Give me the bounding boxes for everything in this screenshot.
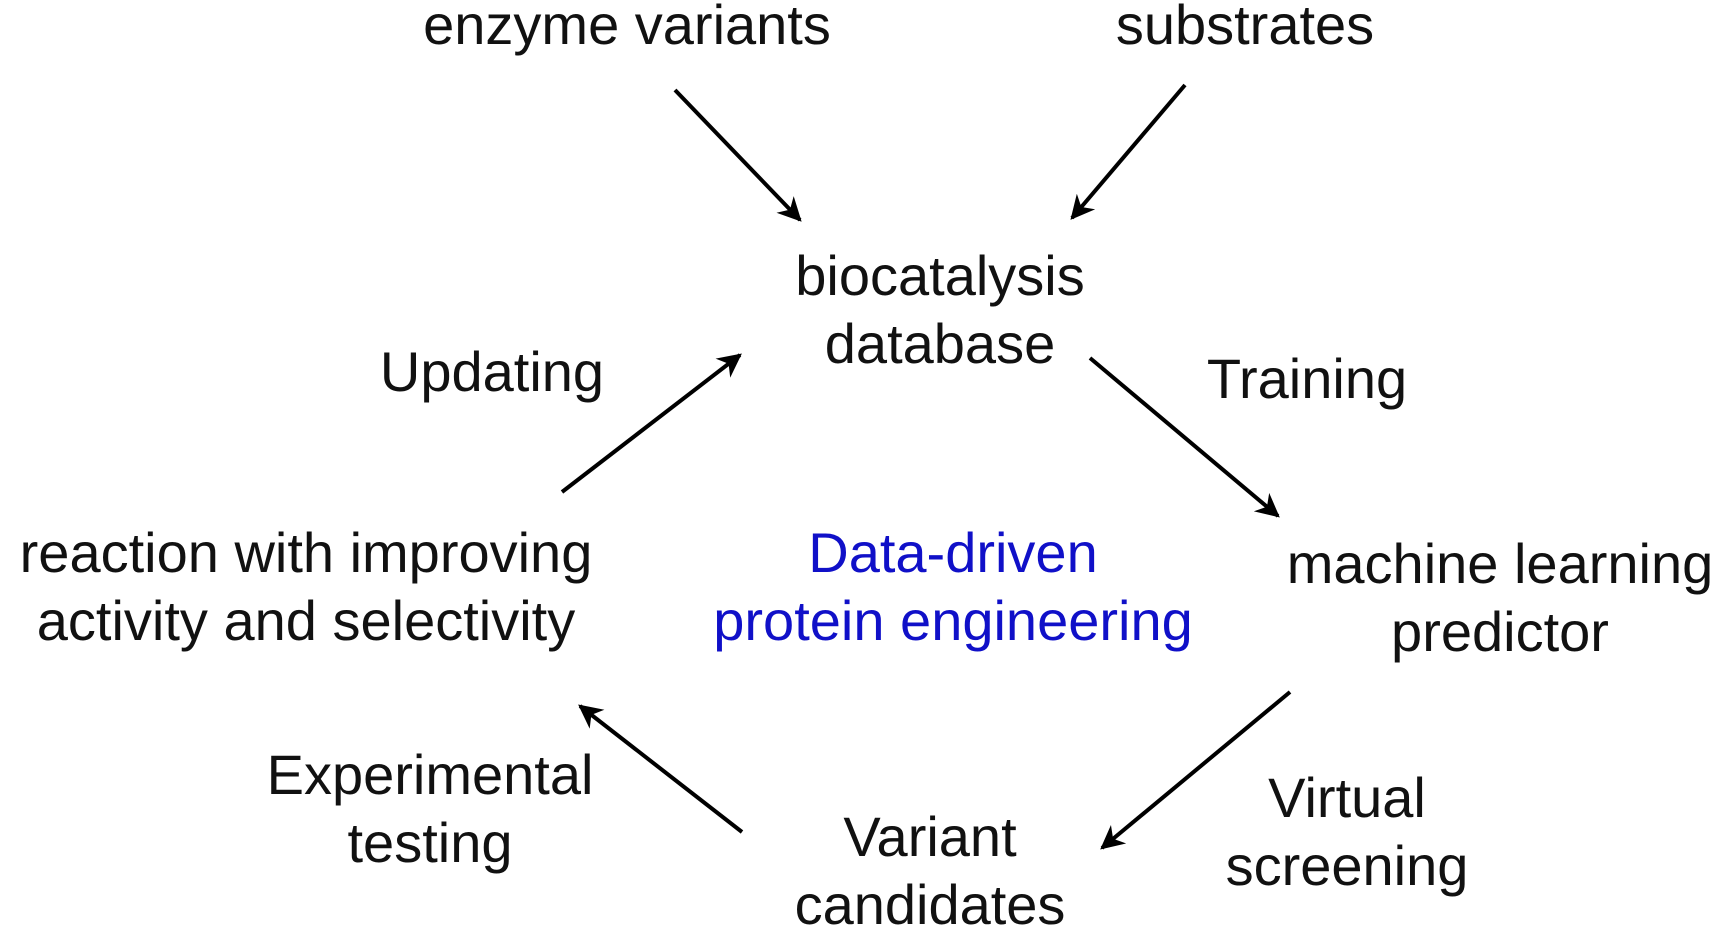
arrow-database-to-predictor bbox=[1088, 356, 1280, 518]
arrow-reaction-to-database bbox=[560, 353, 742, 494]
center-title: Data-driven protein engineering bbox=[713, 521, 1193, 652]
reaction-improvement-node: reaction with improving activity and sel… bbox=[19, 521, 593, 652]
training-label: Training bbox=[1206, 347, 1408, 410]
variant-candidates-node: Variant candidates bbox=[794, 805, 1066, 936]
virtual-screening-label: Virtual screening bbox=[1225, 766, 1469, 897]
biocatalysis-database-node: biocatalysis database bbox=[795, 244, 1085, 375]
arrow-enzyme-to-database bbox=[673, 88, 802, 222]
substrates-label: substrates bbox=[1115, 0, 1375, 56]
arrow-predictor-to-candidates bbox=[1100, 690, 1292, 850]
updating-label: Updating bbox=[379, 340, 605, 403]
arrow-substrates-to-database bbox=[1070, 83, 1187, 220]
enzyme-variants-label: enzyme variants bbox=[423, 0, 831, 56]
ml-predictor-node: machine learning predictor bbox=[1286, 532, 1714, 663]
experimental-testing-label: Experimental testing bbox=[266, 743, 594, 874]
arrow-candidates-to-reaction bbox=[578, 704, 744, 834]
